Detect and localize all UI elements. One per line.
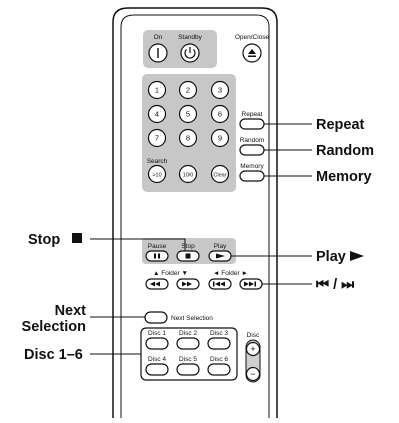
disc-button-label: Disc 1 — [148, 330, 166, 337]
open-close-label: Open/Close — [235, 34, 270, 41]
on-label: On — [154, 34, 163, 41]
stop-square-icon — [72, 233, 82, 243]
callout-disc: Disc 1–6 — [24, 347, 83, 363]
numpad-key-label: 1 — [155, 86, 159, 95]
skip-back-button[interactable] — [208, 278, 232, 290]
on-button[interactable] — [148, 43, 168, 63]
stop-label: Stop — [181, 243, 195, 250]
memory-label: Memory — [240, 163, 264, 170]
callout-next-line1: Next — [55, 303, 87, 319]
search-label: Search — [147, 158, 168, 165]
next-selection-label: Next Selection — [171, 315, 213, 322]
disc-button-label: Disc 5 — [179, 356, 197, 363]
numpad-key-label: 4 — [155, 110, 159, 119]
numpad-key[interactable]: 2 — [178, 80, 198, 100]
folder-down-button[interactable] — [145, 278, 169, 290]
callout-play: Play — [316, 249, 346, 265]
callout-memory: Memory — [316, 169, 372, 185]
disc-button-label: Disc 4 — [148, 356, 166, 363]
numpad-key-label: 8 — [186, 134, 190, 143]
numpad-key-label: 10/0 — [183, 173, 194, 179]
numpad: 1 2 3 4 5 6 7 8 9 >10 10/0 Clear — [147, 80, 230, 184]
disc-button-label: Disc 2 — [179, 330, 197, 337]
play-label: Play — [214, 243, 227, 250]
callout-random: Random — [316, 143, 374, 159]
callout-next-line2: Selection — [22, 319, 86, 335]
numpad-key-label: 9 — [218, 134, 222, 143]
folder-down-label: ▲ Folder ▼ — [153, 270, 188, 277]
numpad-key-label: 5 — [186, 110, 190, 119]
disc-plus-button[interactable]: + — [245, 341, 261, 357]
numpad-key-label: 3 — [218, 86, 222, 95]
callout-stop: Stop — [28, 232, 60, 248]
skip-forward-button[interactable] — [239, 278, 263, 290]
numpad-key[interactable]: 10/0 — [178, 164, 198, 184]
numpad-key-label: 7 — [155, 134, 159, 143]
standby-button[interactable] — [180, 43, 200, 63]
callout-skip: ⏮ / ⏭ — [316, 277, 355, 293]
pause-button[interactable] — [145, 250, 169, 262]
callout-repeat: Repeat — [316, 117, 365, 133]
folder-up-button[interactable] — [176, 278, 200, 290]
numpad-key[interactable]: 1 — [147, 80, 167, 100]
memory-button[interactable] — [239, 170, 265, 182]
disc-label: Disc — [247, 332, 260, 339]
numpad-key[interactable]: 9 — [210, 128, 230, 148]
numpad-key-label: >10 — [152, 173, 161, 179]
callout-lines — [90, 123, 312, 355]
disc-button[interactable] — [207, 363, 231, 376]
numpad-key[interactable]: 6 — [210, 104, 230, 124]
disc-button[interactable] — [176, 337, 200, 350]
standby-label: Standby — [178, 34, 203, 41]
numpad-key-label: 2 — [186, 86, 190, 95]
numpad-key[interactable]: 5 — [178, 104, 198, 124]
random-button[interactable] — [239, 144, 265, 156]
next-selection-button[interactable] — [144, 311, 168, 324]
folder-up-label: ◄ Folder ► — [213, 270, 248, 277]
numpad-key[interactable]: 7 — [147, 128, 167, 148]
disc-button[interactable] — [176, 363, 200, 376]
numpad-key-label: 6 — [218, 110, 222, 119]
numpad-key[interactable]: Clear — [210, 164, 230, 184]
disc-button[interactable] — [207, 337, 231, 350]
stop-leader — [90, 238, 186, 251]
numpad-key-label: Clear — [213, 173, 226, 179]
repeat-label: Repeat — [242, 111, 263, 118]
repeat-button[interactable] — [239, 118, 265, 130]
pause-label: Pause — [148, 243, 167, 250]
disc-minus-glyph: − — [250, 369, 255, 379]
numpad-key[interactable]: 8 — [178, 128, 198, 148]
numpad-key[interactable]: 4 — [147, 104, 167, 124]
disc-button[interactable] — [145, 337, 169, 350]
numpad-key[interactable]: 3 — [210, 80, 230, 100]
disc-minus-button[interactable]: − — [245, 366, 261, 382]
disc-button-label: Disc 6 — [210, 356, 228, 363]
play-triangle-icon — [350, 251, 364, 261]
disc-buttons: Disc 1 Disc 2 Disc 3 Disc 4 Disc 5 Disc 6 — [145, 330, 231, 376]
random-label: Random — [240, 137, 265, 144]
disc-plus-glyph: + — [250, 344, 255, 354]
disc-button-label: Disc 3 — [210, 330, 228, 337]
disc-button[interactable] — [145, 363, 169, 376]
play-button[interactable] — [208, 250, 232, 262]
stop-button[interactable] — [176, 250, 200, 262]
open-close-button[interactable] — [242, 43, 262, 63]
numpad-key[interactable]: >10 — [147, 164, 167, 184]
